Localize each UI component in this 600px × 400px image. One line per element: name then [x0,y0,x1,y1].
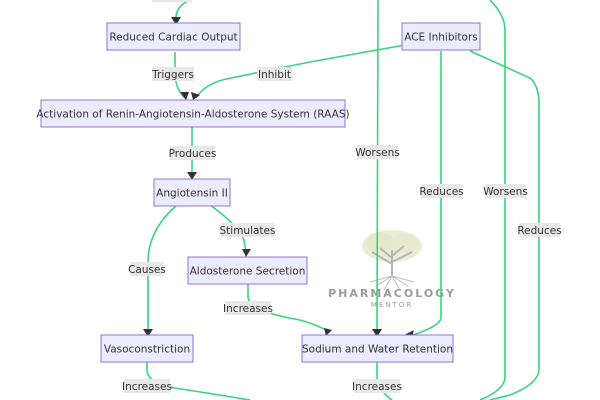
edge-label-increases-aldo: Increases [223,301,273,315]
edge-label-produces: Produces [169,146,217,160]
node-label: Aldosterone Secretion [190,266,306,278]
edge-label-increases-vaso: Increases [122,379,172,393]
edge-label-triggers: Triggers [151,67,194,81]
arrowhead-icon [191,92,200,100]
arrowhead-icon [143,329,153,337]
edge-vaso-increases [146,362,251,400]
svg-text:Worsens: Worsens [355,147,400,159]
svg-text:Increases: Increases [223,303,273,315]
node-label: Activation of Renin-Angiotensin-Aldoster… [36,109,349,121]
node-ace-inhibitors[interactable]: ACE Inhibitors [401,22,481,51]
edge-label-top-clipped [152,0,192,2]
edge-label-worsens-left: Worsens [355,145,400,159]
node-aldosterone-secretion[interactable]: Aldosterone Secretion [187,256,308,285]
edge-ace-reduces-sodium [412,51,442,336]
node-label: Angiotensin II [156,188,228,200]
watermark-title: PHARMACOLOGY [328,287,456,300]
edge-into-reduced-cardiac-output [175,0,191,19]
edge-worsens-left [376,0,379,331]
node-angiotensin-ii[interactable]: Angiotensin II [153,178,231,207]
arrowhead-icon [180,92,189,100]
svg-text:Increases: Increases [122,381,172,393]
node-vasoconstriction[interactable]: Vasoconstriction [100,334,194,363]
arrowhead-icon [242,249,251,257]
edge-worsens-right [479,0,506,400]
svg-text:Stimulates: Stimulates [220,225,276,237]
arrowhead-icon [372,329,382,337]
node-sodium-water-retention[interactable]: Sodium and Water Retention [301,334,454,363]
svg-text:Produces: Produces [169,148,217,160]
edge-label-inhibit: Inhibit [257,67,292,81]
edge-label-worsens-right: Worsens [483,184,528,198]
edge-causes [147,204,178,330]
svg-text:Reduces: Reduces [517,225,561,237]
svg-text:Triggers: Triggers [151,69,194,81]
edge-label-stimulates: Stimulates [220,223,276,237]
svg-text:Reduces: Reduces [419,186,463,198]
tree-logo-icon [362,230,422,291]
node-label: Vasoconstriction [104,344,190,356]
node-label: Sodium and Water Retention [302,344,453,356]
node-raas[interactable]: Activation of Renin-Angiotensin-Aldoster… [36,99,350,128]
edge-label-causes: Causes [128,262,166,276]
svg-text:Increases: Increases [352,381,402,393]
node-reduced-cardiac-output[interactable]: Reduced Cardiac Output [106,22,241,51]
edge-label-reduces-ace-right: Reduces [517,223,562,237]
node-label: ACE Inhibitors [404,32,478,44]
arrowhead-icon [171,17,181,25]
edge-label-increases-sodium: Increases [352,379,402,393]
arrowhead-icon [187,172,197,180]
svg-text:Causes: Causes [128,264,166,276]
svg-text:Inhibit: Inhibit [258,69,291,81]
node-label: Reduced Cardiac Output [109,32,237,44]
edge-label-reduces-ace-sodium: Reduces [419,184,464,198]
svg-text:Worsens: Worsens [483,186,528,198]
edge-inhibit [195,44,406,99]
arrowhead-icon [324,328,332,336]
watermark: PHARMACOLOGY MENTOR [328,230,456,309]
edges [146,0,540,400]
watermark-subtitle: MENTOR [371,301,413,309]
